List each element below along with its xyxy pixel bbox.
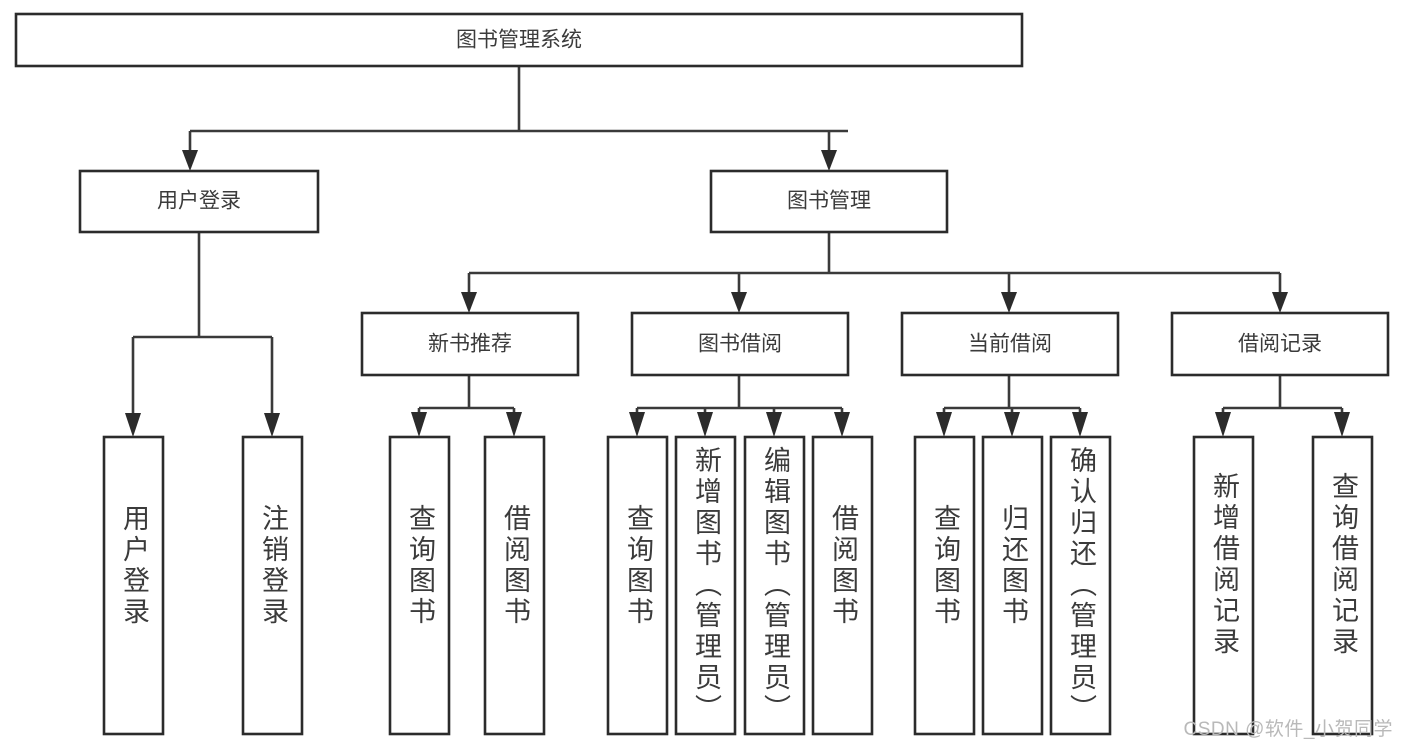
connector-bookborrow-to-leaves [629,375,850,437]
leaf-box-borrow-book-1[interactable] [483,435,546,736]
connector-bookmgmt-to-level3 [461,232,1288,313]
leaf-box-return-book[interactable] [981,435,1044,736]
node-root-label: 图书管理系统 [456,29,582,52]
node-book-borrow[interactable]: 图书借阅 [630,311,850,377]
node-new-book-recommend-label: 新书推荐 [428,333,512,356]
connector-newbook-to-leaves [411,375,522,437]
connector-userlogin-to-leaves [125,232,280,437]
leaf-box-query-book-3[interactable] [913,435,976,736]
leaf-box-add-book[interactable] [674,435,737,736]
leaf-box-query-record[interactable] [1311,435,1374,736]
node-user-login-label: 用户登录 [157,190,241,213]
node-borrow-record[interactable]: 借阅记录 [1170,311,1390,377]
node-current-borrow-label: 当前借阅 [968,333,1052,356]
connector-root-to-level2 [182,66,848,171]
csdn-watermark: CSDN @软件_小贺同学 [1183,719,1393,740]
node-book-management-label: 图书管理 [787,190,871,213]
leaf-box-query-book-1[interactable] [388,435,451,736]
node-current-borrow[interactable]: 当前借阅 [900,311,1120,377]
leaf-box-add-record[interactable] [1192,435,1255,736]
node-new-book-recommend[interactable]: 新书推荐 [360,311,580,377]
leaf-box-confirm-return[interactable] [1049,435,1112,736]
leaf-box-borrow-book-2[interactable] [811,435,874,736]
connector-borrowrecord-to-leaves [1215,375,1350,437]
node-book-management[interactable]: 图书管理 [709,169,949,234]
leaf-box-user-login[interactable] [102,435,165,736]
node-root[interactable]: 图书管理系统 [14,12,1024,68]
node-user-login[interactable]: 用户登录 [78,169,320,234]
leaf-box-query-book-2[interactable] [606,435,669,736]
node-book-borrow-label: 图书借阅 [698,333,782,356]
leaf-box-edit-book[interactable] [743,435,806,736]
node-borrow-record-label: 借阅记录 [1238,333,1322,356]
leaf-box-logout-login[interactable] [241,435,304,736]
connector-currentborrow-to-leaves [936,375,1088,437]
